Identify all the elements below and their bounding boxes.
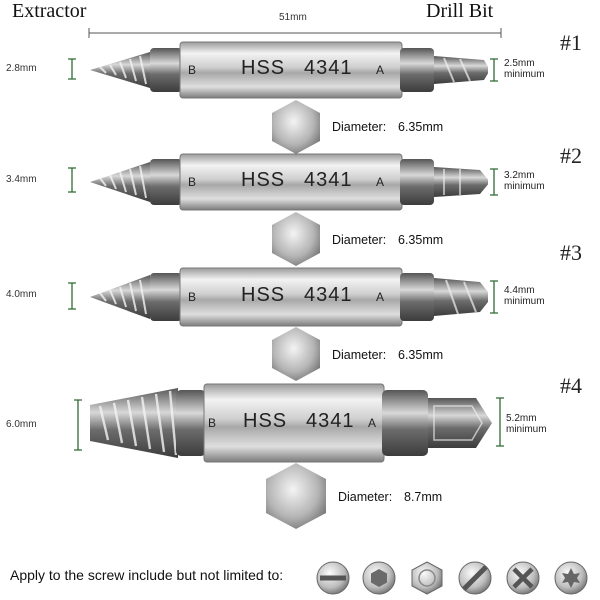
bit-4-diameter-label: Diameter: (338, 490, 393, 504)
screw-heads-row (316, 561, 588, 595)
hex-socket-head-icon (362, 561, 396, 595)
bit-2-image (90, 153, 488, 211)
torx-head-icon (554, 561, 588, 595)
bit-1-extractor-size: 2.8mm (6, 63, 37, 74)
bit-1-number: #1 (560, 30, 582, 55)
slotted-flat-head-icon (458, 561, 492, 595)
bit-2-model: 4341 (304, 169, 353, 191)
bit-2-label-b: B (188, 175, 197, 189)
slotted-head-icon (316, 561, 350, 595)
length-dimension-line (88, 28, 502, 38)
bit-2-minimum-label: minimum (504, 181, 545, 192)
drill-bit-heading: Drill Bit (426, 0, 494, 22)
bit-1-label-a: A (376, 63, 385, 77)
bit-3-drill-size: 4.4mm (504, 285, 535, 296)
bit-2-extractor-size: 3.4mm (6, 174, 37, 185)
bit-3-label-b: B (188, 290, 197, 304)
bit-2-brand: HSS (241, 169, 286, 191)
bit-1-drill-size: 2.5mm (504, 58, 535, 69)
bit-3-brand: HSS (241, 284, 286, 306)
bit-4-number: #4 (560, 373, 582, 398)
bit-2-hex-shank-icon (272, 212, 320, 266)
bit-2-diameter-value: 6.35mm (398, 233, 444, 247)
bit-3-number: #3 (560, 240, 582, 265)
bit-1-brand: HSS (241, 57, 286, 79)
bit-4-image (90, 383, 492, 463)
bit-4-extractor-size: 6.0mm (6, 419, 37, 430)
bit-2-diameter-label: Diameter: (332, 233, 387, 247)
bit-1-diameter-label: Diameter: (332, 120, 387, 134)
length-label: 51mm (276, 12, 310, 23)
bit-1-label-b: B (188, 63, 197, 77)
bit-3-diameter-value: 6.35mm (398, 348, 444, 362)
bit-4-drill-size: 5.2mm (506, 413, 537, 424)
bit-3-hex-shank-icon (272, 327, 320, 381)
bit-4-minimum-label: minimum (506, 424, 547, 435)
bit-4-diameter-value: 8.7mm (404, 490, 443, 504)
bit-4-right-bracket (496, 397, 504, 447)
bit-3-extractor-size: 4.0mm (6, 289, 37, 300)
bit-4-brand: HSS (243, 410, 288, 432)
bit-2-number: #2 (560, 143, 582, 168)
bit-3-label-a: A (376, 290, 385, 304)
bit-1-minimum-label: minimum (504, 69, 545, 80)
bit-2-label-a: A (376, 175, 385, 189)
bit-3-image (90, 267, 488, 327)
bit-3-left-bracket (68, 282, 76, 310)
bit-1-model: 4341 (304, 57, 353, 79)
bit-4-label-b: B (208, 416, 217, 430)
extractor-heading: Extractor (12, 0, 87, 22)
hex-bolt-head-icon (411, 561, 443, 595)
bit-4-left-bracket (74, 399, 82, 451)
bit-2-drill-size: 3.2mm (504, 170, 535, 181)
phillips-head-icon (506, 561, 540, 595)
bit-3-minimum-label: minimum (504, 296, 545, 307)
bit-3-model: 4341 (304, 284, 353, 306)
compatibility-text: Apply to the screw include but not limit… (10, 567, 284, 583)
bit-1-image (90, 41, 488, 99)
bit-1-left-bracket (68, 58, 76, 80)
bit-1-hex-shank-icon (272, 100, 320, 154)
bit-1-diameter-value: 6.35mm (398, 120, 444, 134)
bit-2-right-bracket (490, 168, 498, 196)
bit-4-label-a: A (368, 416, 377, 430)
bit-4-hex-shank-icon (266, 463, 326, 529)
bit-1-right-bracket (490, 58, 498, 82)
bit-2-left-bracket (68, 167, 76, 193)
bit-3-diameter-label: Diameter: (332, 348, 387, 362)
bit-3-right-bracket (490, 280, 498, 314)
bit-4-model: 4341 (306, 410, 355, 432)
